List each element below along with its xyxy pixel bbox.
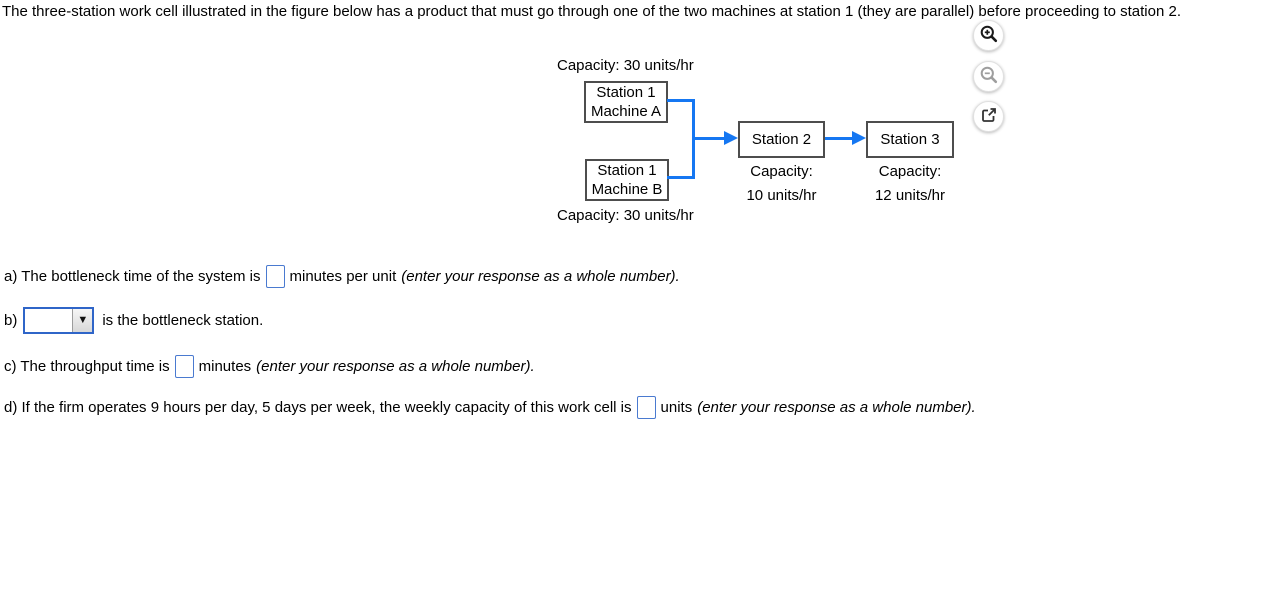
station3-box: Station 3 (866, 121, 954, 158)
arrow-to-station3-line (825, 137, 853, 140)
question-d-hint: (enter your response as a whole number). (697, 399, 976, 416)
question-a-suffix: minutes per unit (289, 267, 397, 285)
question-a-row: a) The bottleneck time of the system is … (4, 264, 680, 288)
station1-machine-b-box: Station 1 Machine B (585, 159, 669, 201)
station1-machine-b-line2: Machine B (591, 181, 663, 198)
dropdown-selected-value (25, 309, 72, 332)
question-b-prefix: b) (4, 311, 18, 329)
station1-machine-a-line2: Machine A (590, 103, 662, 120)
station3-capacity-label: Capacity: (878, 163, 942, 180)
station2-box: Station 2 (738, 121, 825, 158)
open-in-new-window-button[interactable] (973, 101, 1004, 132)
station3-label: Station 3 (880, 131, 940, 148)
question-d-prefix: d) If the firm operates 9 hours per day,… (4, 399, 632, 416)
station3-capacity-value: 12 units/hr (874, 187, 946, 204)
question-c-prefix: c) The throughput time is (4, 357, 170, 375)
machine-a-connector-line (667, 99, 695, 102)
question-c-hint: (enter your response as a whole number). (256, 357, 535, 375)
station1-machine-a-box: Station 1 Machine A (584, 81, 668, 123)
zoom-out-button[interactable] (973, 61, 1004, 92)
arrow-to-station2-line (694, 137, 725, 140)
station2-label: Station 2 (751, 131, 812, 148)
dropdown-arrow-icon: ▼ (72, 308, 93, 332)
question-c-row: c) The throughput time is minutes (enter… (4, 354, 535, 378)
question-c-answer-input[interactable] (174, 354, 194, 378)
zoom-in-button[interactable] (973, 20, 1004, 51)
machine-b-capacity-label: Capacity: 30 units/hr (557, 207, 694, 224)
station2-capacity-label: Capacity: (750, 163, 813, 180)
station1-machine-a-line1: Station 1 (596, 84, 656, 101)
station1-machine-b-line1: Station 1 (597, 162, 657, 179)
question-d-suffix: units (660, 399, 693, 416)
merge-vertical-line (692, 99, 695, 179)
question-c-suffix: minutes (198, 357, 252, 375)
arrow-to-station2-head (724, 131, 738, 145)
question-prompt: The three-station work cell illustrated … (2, 3, 1182, 20)
zoom-in-icon (979, 24, 999, 47)
question-a-hint: (enter your response as a whole number). (401, 267, 680, 285)
open-in-new-window-icon (979, 105, 999, 128)
bottleneck-station-dropdown[interactable]: ▼ (23, 306, 95, 334)
question-a-answer-input[interactable] (265, 264, 285, 288)
question-d-answer-input[interactable] (636, 396, 656, 419)
question-d-row: d) If the firm operates 9 hours per day,… (4, 395, 976, 420)
machine-b-connector-line (667, 176, 695, 179)
question-b-row: b) ▼ is the bottleneck station. (4, 306, 263, 334)
question-a-prefix: a) The bottleneck time of the system is (4, 267, 261, 285)
question-b-suffix: is the bottleneck station. (102, 311, 264, 329)
zoom-out-icon (979, 65, 999, 88)
arrow-to-station3-head (852, 131, 866, 145)
machine-a-capacity-label: Capacity: 30 units/hr (557, 57, 694, 74)
station2-capacity-value: 10 units/hr (746, 187, 817, 204)
